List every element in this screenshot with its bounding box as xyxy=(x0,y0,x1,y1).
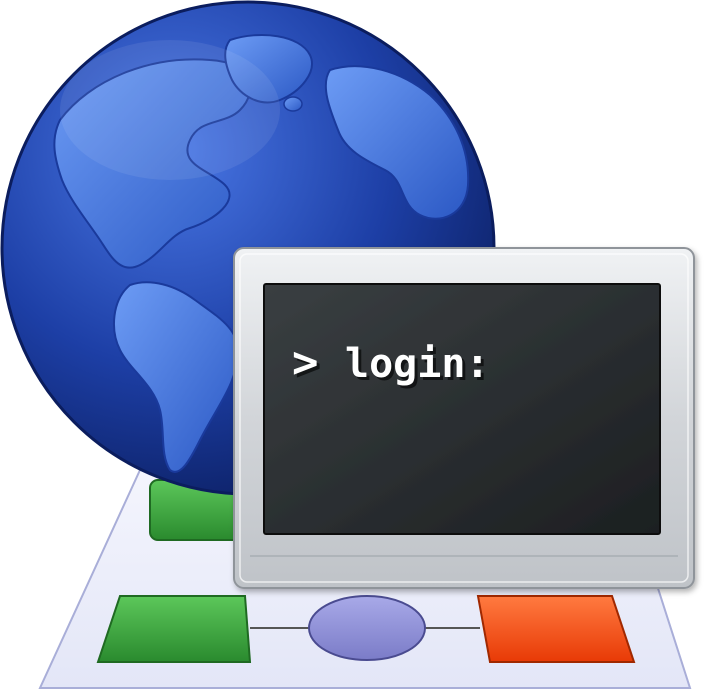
globe-island xyxy=(283,96,303,112)
prompt-text-shadow: login: xyxy=(348,344,493,390)
globe-landmass-greenland xyxy=(224,34,313,104)
terminal-prompt: > > login: login: xyxy=(292,337,493,391)
terminal-screen xyxy=(263,283,661,535)
diagram-node-green-bottom xyxy=(96,595,252,663)
globe-landmass-europe xyxy=(324,65,470,220)
globe-highlight xyxy=(60,40,280,180)
prompt-text: login: xyxy=(345,341,490,387)
prompt-symbol-shadow: > xyxy=(295,340,322,391)
terminal-monitor-icon xyxy=(233,247,695,589)
globe-landmass-north-america xyxy=(53,58,251,269)
diagram-node-orange xyxy=(476,595,636,663)
prompt-symbol: > xyxy=(292,337,319,388)
monitor-frame-inner-highlight xyxy=(239,253,689,583)
diagram-node-purple xyxy=(308,595,426,661)
globe-landmass-south-america xyxy=(113,281,240,473)
